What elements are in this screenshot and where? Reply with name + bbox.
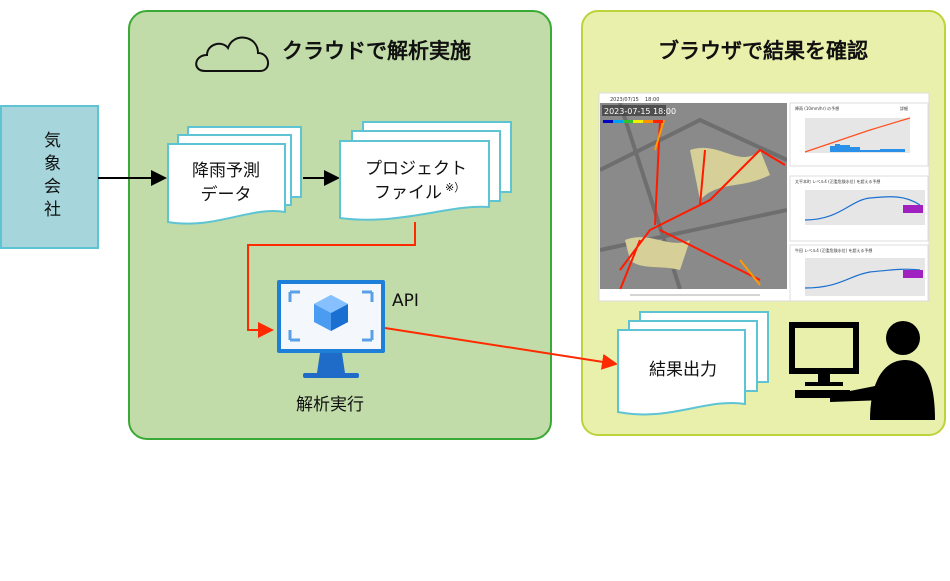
chart-panel-level-1: 太平本町 レベル4 (氾濫危険水位) を超える予想 [789, 175, 929, 242]
chart-panel-rain: 降雨 (10mm/hr) の予想 詳細 [789, 102, 929, 167]
browser-panel-title: ブラウザで結果を確認 [658, 39, 868, 63]
map-view [600, 103, 787, 289]
rain-doc-label-2: データ [201, 184, 252, 205]
chart1-title: 降雨 (10mm/hr) の予想 [795, 105, 839, 111]
detail-button[interactable]: 詳細 [900, 105, 908, 111]
project-doc-label-2: ファイル [374, 183, 442, 203]
cloud-panel-title: クラウドで解析実施 [282, 39, 471, 63]
cloud-icon [195, 36, 269, 72]
exec-label: 解析実行 [296, 395, 364, 415]
screenshot-time: 18:00 [645, 97, 659, 103]
chart2-title: 太平本町 レベル4 (氾濫危険水位) を超える予想 [795, 178, 880, 184]
project-doc-label-1: プロジェクト [365, 159, 467, 179]
flow-arrow-red [384, 327, 618, 370]
project-note: ※） [445, 181, 465, 194]
source-label: 気象会社 [40, 131, 61, 223]
cloud-panel: クラウドで解析実施 [128, 10, 552, 440]
result-output-document [617, 311, 769, 416]
flow-arrow-red [247, 222, 416, 338]
browser-screenshot: 2023/07/15 18:00 2023-07-15 18:00 降雨 (10… [598, 92, 930, 302]
person-at-computer-icon [789, 321, 935, 420]
screenshot-date: 2023/07/15 [610, 97, 639, 103]
rain-legend [603, 120, 663, 123]
chart3-title: 牛田 レベル4 (氾濫危険水位) を超える予想 [795, 247, 872, 253]
api-vm-icon [277, 280, 385, 378]
rain-doc-label-1: 降雨予測 [192, 161, 260, 181]
map-timestamp: 2023-07-15 18:00 [604, 107, 676, 116]
project-file-document [339, 121, 512, 221]
api-label: API [392, 291, 419, 311]
source-box: 気象会社 [0, 105, 99, 249]
rain-forecast-document [167, 126, 302, 225]
chart-panel-level-2: 牛田 レベル4 (氾濫危険水位) を超える予想 [789, 244, 929, 302]
result-doc-label: 結果出力 [649, 360, 717, 380]
